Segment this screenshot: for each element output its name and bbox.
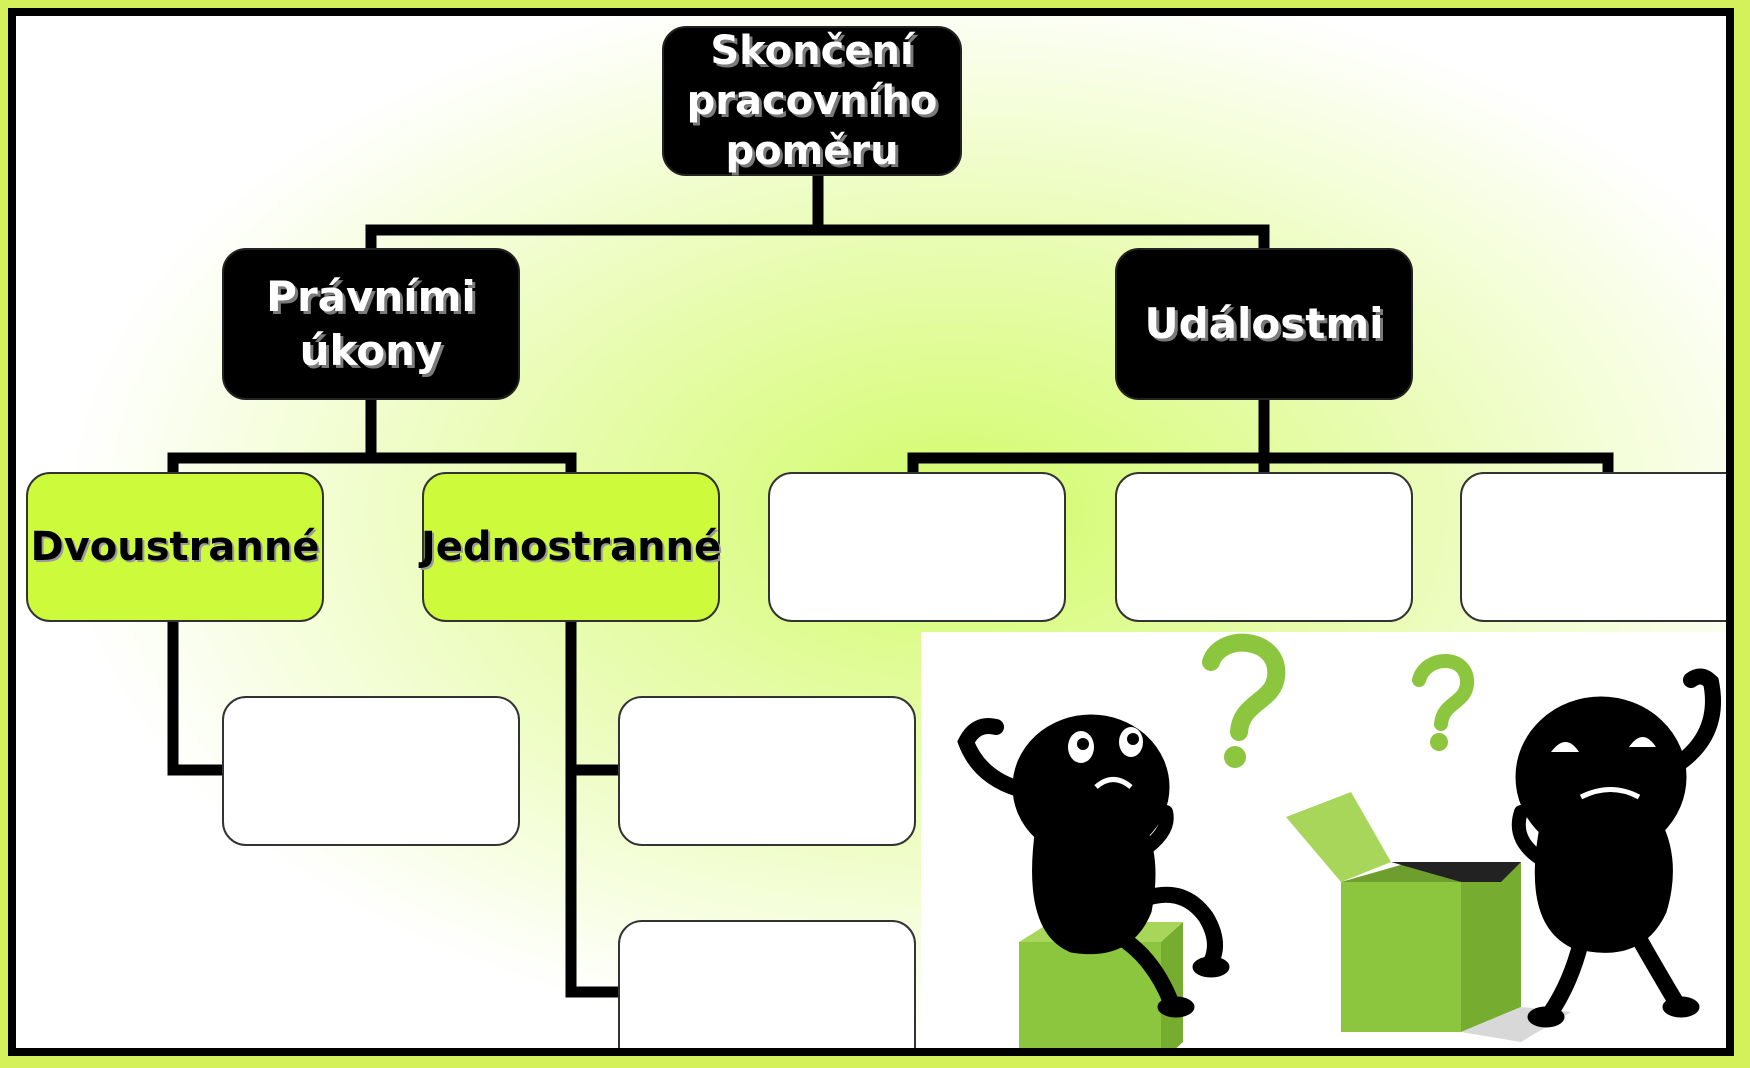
question-mark-icon	[1412, 654, 1474, 731]
unilateral-node: Jednostranné	[420, 472, 722, 622]
green-box-icon	[1286, 792, 1571, 1042]
unilateral-label: Jednostranné	[420, 524, 722, 570]
event-placeholder-b	[1115, 472, 1413, 622]
root-node-line3: poměru	[725, 128, 899, 174]
event-placeholder-a	[768, 472, 1066, 622]
branch-events-node: Událostmi	[1115, 248, 1413, 400]
branch-legal-acts-line2: úkony	[299, 326, 443, 375]
puzzled-figure-icon	[1511, 668, 1721, 1028]
root-node-line1: Skončení	[710, 28, 914, 74]
branch-legal-acts-line1: Právními	[266, 272, 476, 321]
bilateral-placeholder	[222, 696, 520, 846]
root-node-line2: pracovního	[686, 78, 938, 124]
branch-legal-acts-node: Právními úkony	[222, 248, 520, 400]
bilateral-label: Dvoustranné	[30, 524, 320, 570]
connector-lines	[167, 170, 1614, 998]
root-node: Skončení pracovního poměru	[662, 26, 962, 176]
unilateral-placeholder-a	[618, 696, 916, 846]
puzzled-figures-illustration	[921, 632, 1726, 1048]
figure-face	[1551, 737, 1656, 752]
unilateral-placeholder-b	[618, 920, 916, 1048]
diagram-frame: Skončení pracovního poměru Právními úkon…	[8, 8, 1734, 1056]
bilateral-node: Dvoustranné	[26, 472, 324, 622]
event-placeholder-c	[1460, 472, 1726, 622]
branch-events-label: Událostmi	[1144, 299, 1384, 348]
question-mark-icon	[1202, 633, 1286, 741]
